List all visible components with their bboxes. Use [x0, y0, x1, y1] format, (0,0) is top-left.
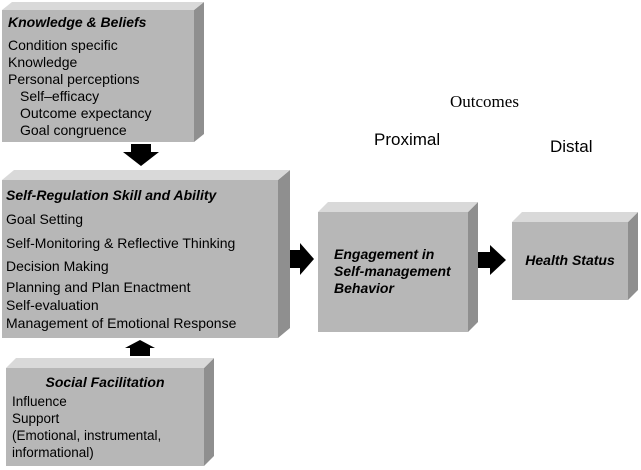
health-box-shape	[512, 212, 638, 300]
proximal-label: Proximal	[374, 130, 441, 149]
outcomes-label: Outcomes	[450, 92, 519, 111]
social-box: Social Facilitation Influence Support (E…	[12, 374, 202, 461]
self-regulation-box: Self-Regulation Skill and Ability Goal S…	[6, 187, 276, 331]
knowledge-item-condition: Condition specific	[8, 37, 118, 53]
distal-label: Distal	[550, 137, 593, 156]
self-regulation-box-shape	[2, 170, 290, 338]
arrow-social-to-regulation	[125, 340, 155, 356]
knowledge-box-shape	[2, 2, 204, 142]
knowledge-subitem-goal: Goal congruence	[20, 122, 127, 138]
social-item-support: Support	[12, 411, 60, 426]
social-item-influence: Influence	[12, 394, 67, 409]
regulation-item-self-monitoring: Self-Monitoring & Reflective Thinking	[6, 235, 236, 251]
knowledge-subitem-efficacy: Self–efficacy	[20, 88, 100, 104]
self-regulation-title: Self-Regulation Skill and Ability	[6, 187, 217, 203]
social-title: Social Facilitation	[45, 374, 165, 390]
knowledge-title: Knowledge & Beliefs	[8, 14, 147, 30]
engagement-box: Engagement in Self-management Behavior	[334, 246, 468, 297]
arrow-engagement-to-health	[478, 245, 506, 275]
engagement-line-2: Self-management	[334, 263, 451, 279]
health-box: Health Status	[512, 252, 628, 269]
knowledge-item-perceptions: Personal perceptions	[8, 71, 140, 87]
social-box-shape	[6, 358, 214, 466]
engagement-line-3: Behavior	[334, 280, 394, 296]
regulation-item-self-evaluation: Self-evaluation	[6, 297, 99, 313]
arrow-knowledge-to-regulation	[123, 144, 159, 166]
engagement-line-1: Engagement in	[334, 246, 435, 262]
knowledge-subitem-outcome: Outcome expectancy	[20, 105, 152, 121]
health-title: Health Status	[525, 252, 615, 268]
knowledge-box: Knowledge & Beliefs Condition specific K…	[8, 14, 194, 139]
social-item-informational: informational)	[12, 445, 94, 460]
engagement-box-shape	[318, 202, 478, 332]
regulation-item-planning: Planning and Plan Enactment	[6, 279, 191, 295]
regulation-item-decision-making: Decision Making	[6, 258, 109, 274]
regulation-item-emotional: Management of Emotional Response	[6, 315, 237, 331]
social-item-emotional: (Emotional, instrumental,	[12, 428, 162, 443]
regulation-item-goal-setting: Goal Setting	[6, 211, 84, 227]
arrow-regulation-to-engagement	[290, 243, 314, 275]
knowledge-item-knowledge: Knowledge	[8, 54, 78, 70]
